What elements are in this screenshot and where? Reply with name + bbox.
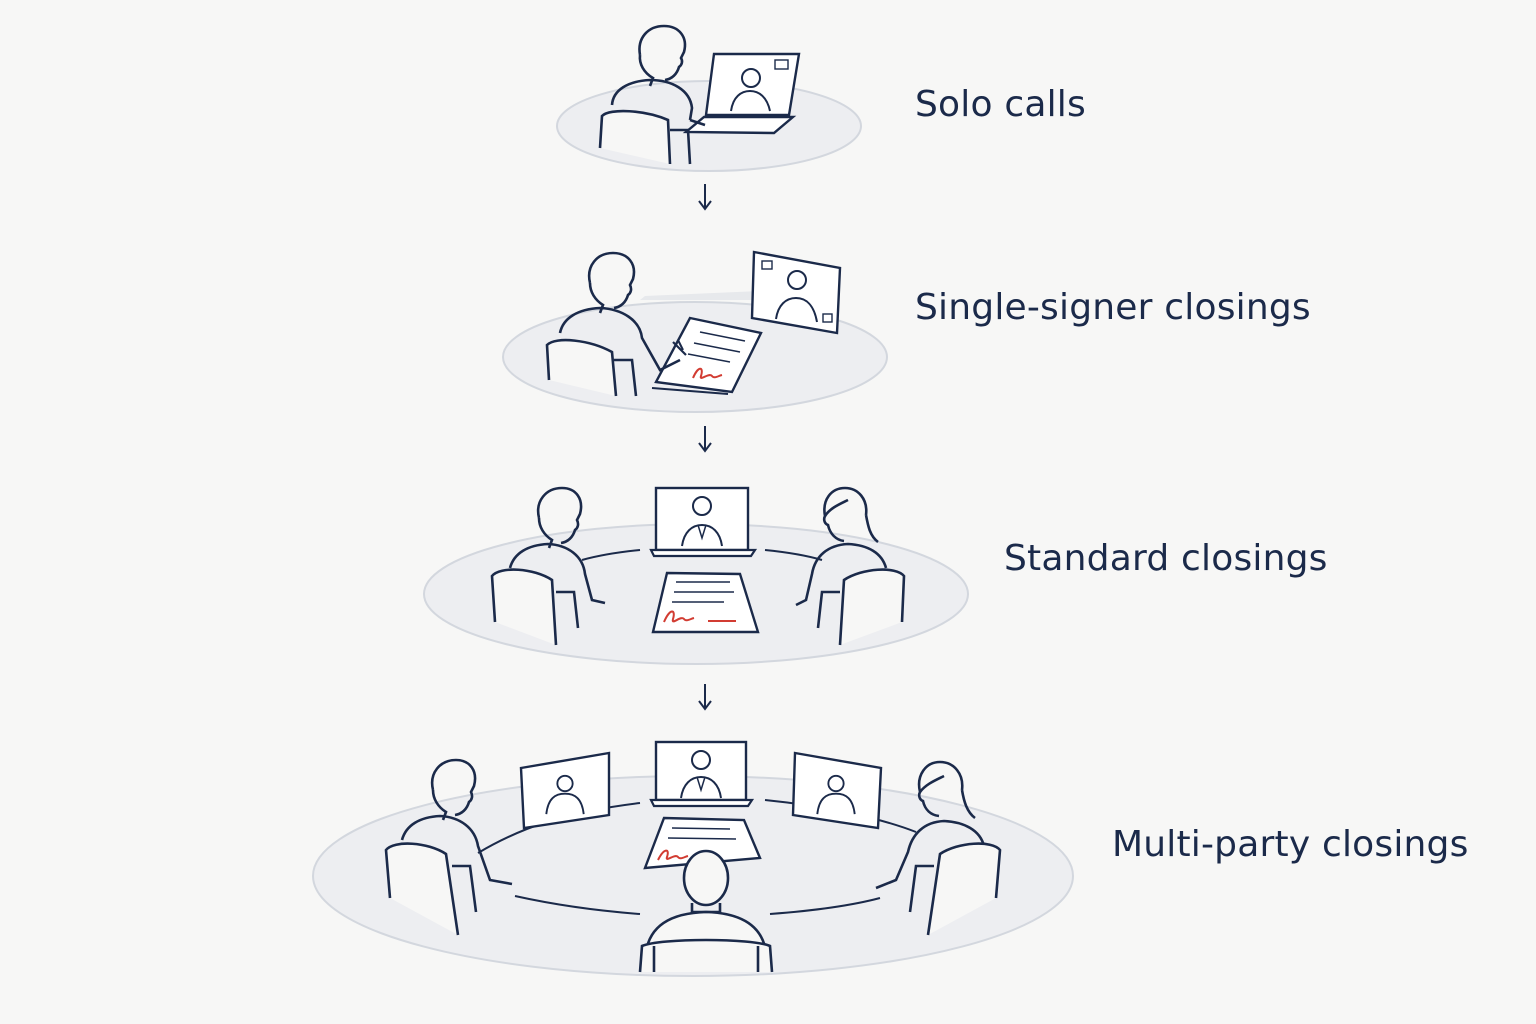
video-screen-icon — [519, 751, 611, 830]
laptop-icon — [649, 486, 758, 558]
tier-single-signer-illustration — [502, 250, 888, 413]
signature-mark — [663, 610, 695, 623]
signature-mark — [657, 849, 689, 861]
person-icon — [558, 251, 687, 372]
chair-icon — [384, 842, 478, 936]
down-arrow-icon — [698, 683, 712, 710]
person-icon — [508, 486, 606, 605]
signature-mark — [692, 367, 723, 379]
chair-icon — [545, 338, 638, 397]
document-icon — [651, 316, 763, 395]
tier-label-solo-calls: Solo calls — [915, 84, 1086, 125]
tier-label-multi-party-closings: Multi-party closings — [1112, 824, 1469, 865]
video-screen-icon — [791, 751, 883, 830]
chair-icon — [816, 568, 906, 646]
tier-solo-calls-illustration — [556, 24, 862, 172]
person-icon — [795, 486, 888, 607]
down-arrow-icon — [698, 183, 712, 210]
tier-multi-party-illustration — [312, 740, 1074, 977]
document-icon — [643, 816, 762, 870]
person-icon — [875, 760, 986, 890]
tier-label-single-signer-closings: Single-signer closings — [915, 287, 1311, 328]
chair-icon — [908, 842, 1002, 936]
down-arrow-icon — [698, 425, 712, 452]
chair-icon — [598, 109, 692, 165]
document-icon — [651, 571, 760, 634]
chair-icon — [638, 938, 774, 973]
tier-standard-illustration — [423, 486, 969, 665]
person-icon — [610, 24, 706, 127]
laptop-icon — [682, 52, 801, 135]
person-icon — [400, 758, 513, 886]
laptop-icon — [649, 740, 755, 808]
tier-label-standard-closings: Standard closings — [1004, 538, 1328, 579]
chair-icon — [490, 568, 580, 646]
video-screen-icon — [750, 250, 842, 335]
